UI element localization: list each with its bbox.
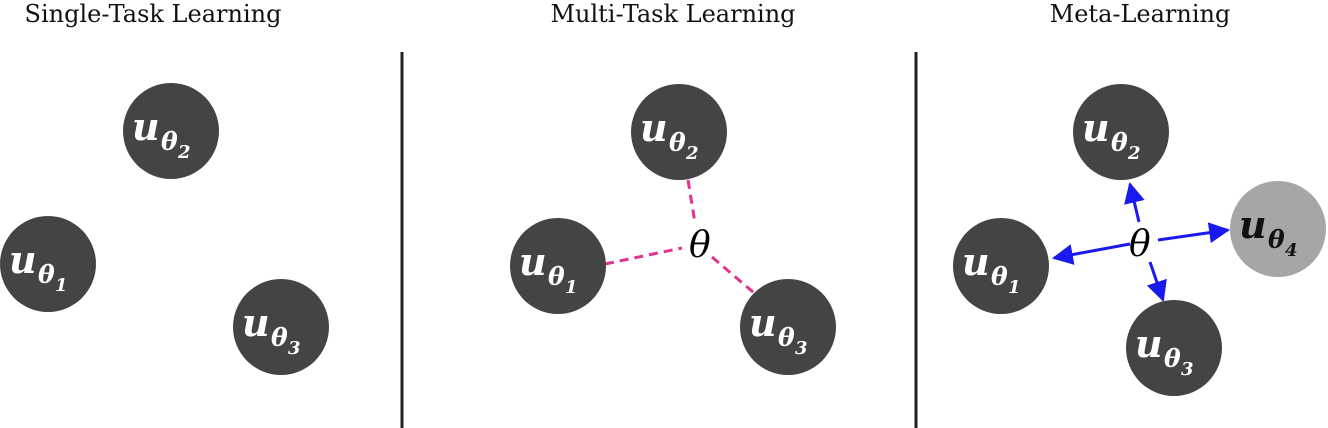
node-subscript: θ [548, 262, 565, 291]
node-subscript: θ [38, 260, 55, 289]
node-index: 1 [55, 275, 68, 296]
node-index: 1 [565, 277, 578, 298]
node-symbol: u [962, 239, 990, 284]
multi-task-shared-theta: θ [689, 225, 711, 266]
single-task-node-3: u θ 3 [233, 279, 329, 375]
node-symbol: u [1135, 321, 1163, 366]
node-symbol: u [1082, 105, 1110, 150]
node-subscript: θ [271, 323, 288, 352]
node-index: 3 [795, 338, 808, 359]
node-subscript: θ [669, 128, 686, 157]
node-subscript: θ [1268, 225, 1285, 254]
meta-node-4-new-task: u θ 4 [1230, 181, 1326, 277]
node-symbol: u [519, 239, 547, 284]
node-symbol: u [242, 300, 270, 345]
node-subscript: θ [778, 323, 795, 352]
node-subscript: θ [1111, 128, 1128, 157]
meta-node-1: u θ 1 [953, 218, 1049, 314]
meta-edge-to-node-1 [1054, 244, 1130, 258]
node-subscript: θ [161, 127, 178, 156]
meta-edge-to-node-4 [1158, 230, 1228, 240]
node-index: 2 [177, 142, 191, 163]
node-subscript: θ [991, 262, 1008, 291]
multi-task-edge-3 [712, 257, 760, 298]
meta-edge-to-node-2 [1130, 184, 1139, 222]
meta-edge-to-node-3 [1150, 262, 1163, 300]
node-symbol: u [9, 237, 37, 282]
node-subscript: θ [1164, 344, 1181, 373]
node-symbol: u [1239, 202, 1267, 247]
node-symbol: u [749, 300, 777, 345]
meta-node-2: u θ 2 [1073, 84, 1169, 180]
node-symbol: u [640, 105, 668, 150]
node-index: 2 [1127, 143, 1141, 164]
multi-task-node-2: u θ 2 [631, 84, 727, 180]
multi-task-edge-2 [688, 180, 695, 223]
multi-task-edge-1 [605, 248, 682, 264]
node-index: 3 [288, 338, 301, 359]
single-task-node-2: u θ 2 [123, 83, 219, 179]
multi-task-node-1: u θ 1 [510, 218, 606, 314]
single-task-node-1: u θ 1 [0, 216, 96, 312]
node-index: 2 [685, 143, 699, 164]
node-index: 3 [1181, 359, 1194, 380]
multi-task-node-3: u θ 3 [740, 279, 836, 375]
meta-node-3: u θ 3 [1126, 300, 1222, 396]
meta-shared-theta: θ [1129, 224, 1151, 265]
node-index: 1 [1008, 277, 1021, 298]
node-index: 4 [1285, 240, 1298, 261]
node-symbol: u [132, 104, 160, 149]
